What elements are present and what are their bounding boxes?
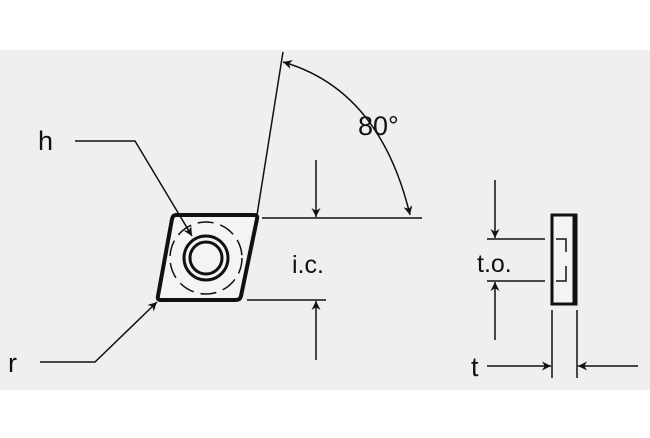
- t-label: t: [471, 352, 479, 382]
- hole-label: h: [38, 126, 53, 156]
- angle-dimension: [256, 51, 413, 216]
- hole-leader: [75, 140, 193, 237]
- ic-label: i.c.: [292, 251, 324, 279]
- to-dimension: [487, 180, 545, 340]
- insert-dashed-ring: [169, 221, 243, 295]
- to-label: t.o.: [477, 250, 512, 278]
- radius-label: r: [8, 348, 17, 378]
- insert-side-view: [550, 213, 578, 306]
- ic-dimension: [247, 160, 422, 360]
- radius-leader: [40, 301, 158, 363]
- insert-top-view: [155, 213, 260, 302]
- insert-hole-inner: [188, 240, 224, 276]
- t-dimension: [487, 310, 638, 378]
- angle-label: 80°: [358, 111, 399, 141]
